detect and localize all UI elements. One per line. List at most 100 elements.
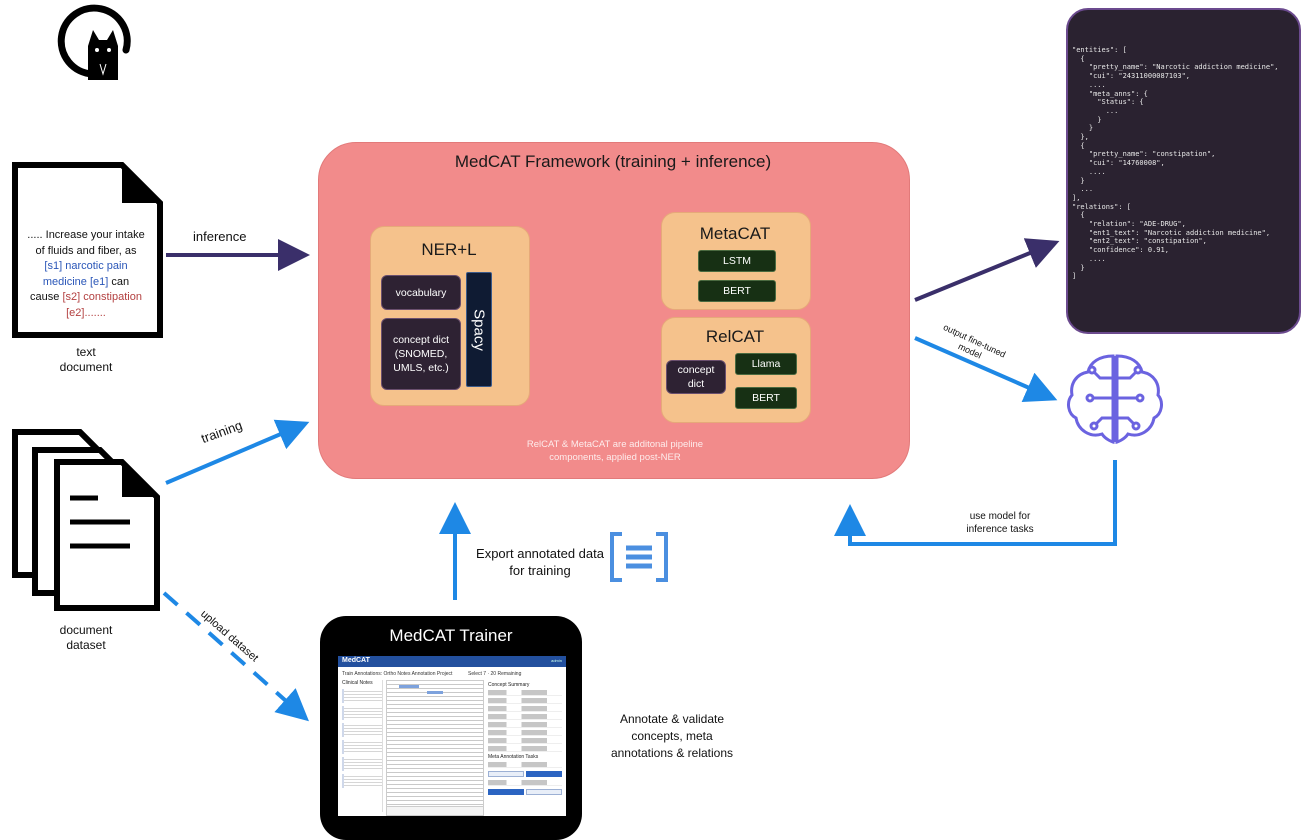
doc-line-1: ..... Increase your intake bbox=[27, 229, 145, 241]
doc-line-5-entity2: [s2] constipation bbox=[62, 291, 142, 303]
list-item[interactable] bbox=[342, 706, 382, 720]
relcat-bert-box: BERT bbox=[735, 387, 797, 409]
framework-note-line2: components, applied post-NER bbox=[549, 452, 681, 463]
json-line: "cui": "14760008", bbox=[1072, 159, 1165, 168]
annotate-label-line3: annotations & relations bbox=[610, 746, 734, 760]
list-item[interactable] bbox=[342, 723, 382, 737]
trainer-title: MedCAT Trainer bbox=[389, 626, 513, 645]
spacy-label: Spacy bbox=[470, 308, 488, 351]
relcat-concept-dict-line1: concept bbox=[677, 364, 715, 376]
json-line: ... bbox=[1072, 106, 1119, 115]
list-item[interactable] bbox=[342, 689, 382, 703]
doc-line-4: medicine [e1] can bbox=[22, 275, 150, 291]
concept-dict-line1: concept dict bbox=[392, 334, 450, 346]
framework-note: RelCAT & MetaCAT are additonal pipeline … bbox=[470, 438, 760, 464]
list-item[interactable] bbox=[342, 774, 382, 788]
concept-dict-box: concept dict (SNOMED, UMLS, etc.) bbox=[381, 318, 461, 390]
trainer-document-view[interactable] bbox=[386, 680, 484, 808]
json-line: "entities": [ bbox=[1072, 46, 1127, 54]
doc-line-4-entity1: medicine [e1] bbox=[42, 275, 109, 288]
doc-line-4-text: can bbox=[111, 275, 130, 288]
annotate-label: Annotate & validate concepts, meta annot… bbox=[592, 711, 752, 762]
trainer-logo: MedCAT bbox=[342, 657, 370, 664]
annotate-label-line1: Annotate & validate bbox=[619, 712, 725, 726]
json-line: { bbox=[1072, 54, 1085, 63]
output-model-arrow bbox=[914, 336, 1058, 403]
trainer-meta-buttons[interactable] bbox=[488, 771, 562, 777]
json-line: { bbox=[1072, 141, 1085, 150]
text-document-caption: text document bbox=[22, 345, 150, 375]
dataset-caption-line1: document bbox=[59, 623, 113, 637]
json-line: }, bbox=[1072, 133, 1089, 142]
doc-line-5: cause [s2] constipation bbox=[22, 290, 150, 306]
metacat-bert-box: BERT bbox=[698, 280, 776, 302]
export-label-line1: Export annotated data bbox=[476, 546, 604, 561]
relcat-title: RelCAT bbox=[705, 327, 765, 346]
vocabulary-box: vocabulary bbox=[381, 275, 461, 310]
output-json-panel: "entities": [ { "pretty_name": "Narcotic… bbox=[1066, 8, 1301, 334]
json-line: } bbox=[1072, 115, 1102, 124]
upload-dataset-arrow bbox=[162, 591, 309, 722]
list-item[interactable] bbox=[342, 740, 382, 754]
trainer-meta-buttons[interactable] bbox=[488, 789, 562, 795]
json-line: "pretty_name": "Narcotic addiction medic… bbox=[1072, 63, 1279, 72]
json-line: "ent1_text": "Narcotic addiction medicin… bbox=[1072, 228, 1271, 237]
trainer-progress: Select 7 · 20 Remaining bbox=[468, 671, 522, 677]
trainer-sidebar-title: Clinical Notes bbox=[342, 680, 373, 686]
json-line: ... bbox=[1072, 185, 1094, 194]
use-model-label: use model for inference tasks bbox=[940, 510, 1060, 536]
trainer-meta-title: Meta Annotation Tasks bbox=[488, 754, 539, 760]
concept-dict-line2: (SNOMED, bbox=[394, 348, 448, 360]
json-line: ], bbox=[1072, 193, 1081, 202]
dataset-caption-line2: dataset bbox=[66, 638, 106, 652]
output-json-text: "entities": [ { "pretty_name": "Narcotic… bbox=[1068, 10, 1299, 281]
json-line: .... bbox=[1072, 167, 1106, 176]
annotate-label-line2: concepts, meta bbox=[631, 729, 713, 743]
use-model-arrow bbox=[834, 460, 1117, 546]
relcat-concept-dict-line2: dict bbox=[687, 378, 705, 390]
dataset-caption: document dataset bbox=[22, 623, 150, 653]
brain-circuit-icon bbox=[1067, 354, 1163, 444]
cat-logo-icon bbox=[57, 4, 131, 80]
trainer-sidebar: Clinical Notes bbox=[342, 680, 383, 812]
trainer-concept-panel: Concept Summary Meta Annotation Tasks bbox=[488, 680, 562, 812]
concept-dict-line3: UMLS, etc.) bbox=[393, 362, 449, 374]
relcat-llama-box: Llama bbox=[735, 353, 797, 375]
json-line: "ent2_text": "constipation", bbox=[1072, 237, 1207, 246]
json-line: "confidence": 0.91, bbox=[1072, 246, 1169, 255]
json-line: "meta_anns": { bbox=[1072, 89, 1148, 98]
trainer-concept-title: Concept Summary bbox=[488, 682, 530, 688]
document-dataset-icon bbox=[12, 429, 160, 611]
list-item[interactable] bbox=[342, 757, 382, 771]
json-line: } bbox=[1072, 176, 1085, 185]
json-line: ] bbox=[1072, 272, 1077, 281]
export-label: Export annotated data for training bbox=[470, 545, 610, 579]
framework-note-line1: RelCAT & MetaCAT are additonal pipeline bbox=[526, 439, 704, 450]
spacy-box: Spacy bbox=[466, 272, 492, 387]
json-line: } bbox=[1072, 263, 1085, 272]
json-line: "pretty_name": "constipation", bbox=[1072, 150, 1216, 159]
doc-line-6-entity2: [e2]....... bbox=[66, 306, 106, 319]
text-document-caption-line2: document bbox=[59, 360, 113, 374]
nerl-title: NER+L bbox=[421, 240, 477, 259]
text-document-content: ..... Increase your intake of fluids and… bbox=[22, 228, 150, 321]
json-line: "relations": [ bbox=[1072, 202, 1132, 211]
doc-line-2: of fluids and fiber, as bbox=[35, 244, 137, 257]
use-model-label-line1: use model for bbox=[969, 511, 1031, 522]
trainer-screenshot: MedCAT admin Train Annotations: Ortho No… bbox=[338, 656, 566, 816]
json-line: { bbox=[1072, 211, 1085, 220]
use-model-label-line2: inference tasks bbox=[966, 524, 1034, 535]
trainer-action-bar[interactable] bbox=[386, 806, 484, 816]
framework-title: MedCAT Framework (training + inference) bbox=[454, 152, 772, 171]
json-line: "cui": "24311000087103", bbox=[1072, 72, 1191, 81]
trainer-user: admin bbox=[551, 658, 562, 663]
relcat-concept-dict-box: concept dict bbox=[666, 360, 726, 394]
metacat-title: MetaCAT bbox=[699, 224, 771, 243]
export-label-line2: for training bbox=[509, 563, 571, 578]
output-json-arrow bbox=[914, 238, 1060, 302]
metacat-lstm-box: LSTM bbox=[698, 250, 776, 272]
json-line: } bbox=[1072, 124, 1094, 133]
training-arrow bbox=[165, 419, 310, 485]
trainer-navbar: MedCAT admin bbox=[338, 656, 566, 667]
